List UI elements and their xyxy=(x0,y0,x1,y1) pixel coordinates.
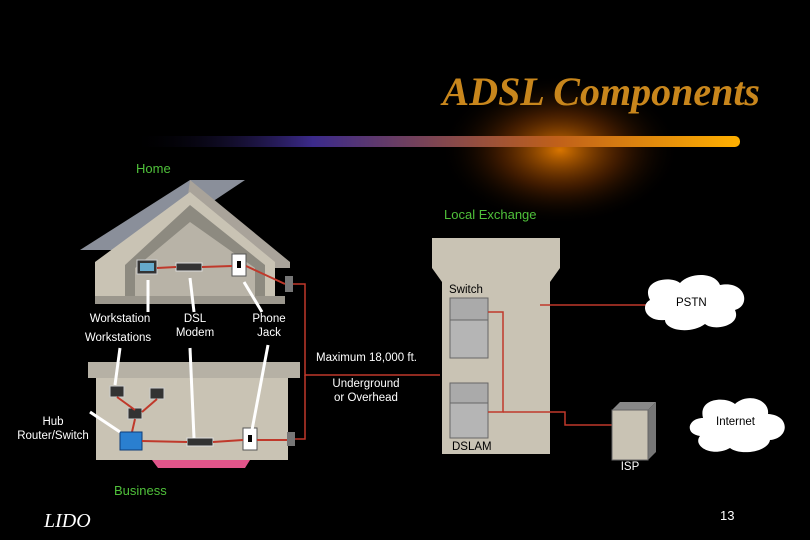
internet-cloud xyxy=(689,398,785,453)
title-glow xyxy=(440,75,680,225)
switch-label: Switch xyxy=(449,284,483,296)
local-exchange-label: Local Exchange xyxy=(444,207,537,222)
internet-label: Internet xyxy=(716,416,755,428)
workstation-label: Workstation xyxy=(89,313,151,325)
page-number: 13 xyxy=(720,508,735,523)
business-label: Business xyxy=(114,483,167,498)
local-exchange-graphic xyxy=(432,238,560,454)
lido-logo: LIDO xyxy=(44,510,91,532)
home-house-graphic xyxy=(80,180,293,304)
page-title: ADSL Components xyxy=(442,69,760,114)
wires xyxy=(293,283,660,440)
hub-label: Hub Router/Switch xyxy=(17,416,89,442)
underground-label: Underground or Overhead xyxy=(332,378,400,404)
max-distance-label: Maximum 18,000 ft. xyxy=(316,352,417,364)
pstn-cloud xyxy=(645,274,745,331)
home-label: Home xyxy=(136,161,171,176)
phone-jack-label: Phone Jack xyxy=(252,313,286,339)
pointer-lines xyxy=(89,277,270,439)
isp-label: ISP xyxy=(620,461,640,473)
dsl-modem-label: DSL Modem xyxy=(175,313,215,339)
isp-building-graphic xyxy=(611,402,656,461)
dslam-label: DSLAM xyxy=(452,441,492,453)
title-underline-bar xyxy=(130,136,740,147)
pstn-label: PSTN xyxy=(676,297,707,309)
workstations-label: Workstations xyxy=(84,332,152,344)
